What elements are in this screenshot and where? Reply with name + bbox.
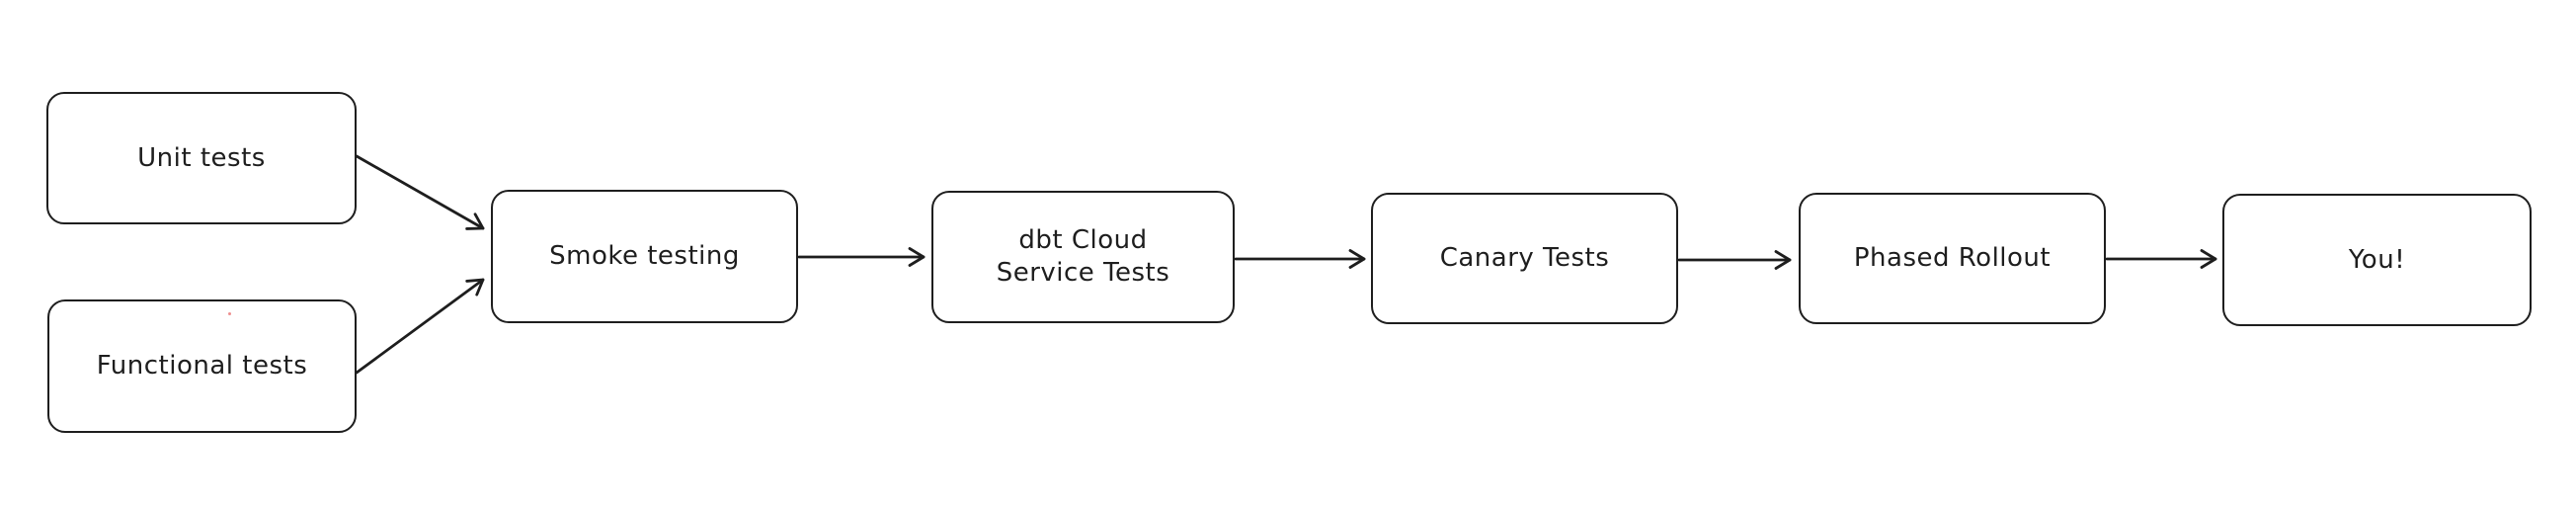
node-smoke-testing[interactable]: Smoke testing <box>491 190 798 323</box>
arrow-unit-tests-to-smoke-testing[interactable] <box>355 154 485 230</box>
node-dbt-cloud-service-tests[interactable]: dbt Cloud Service Tests <box>931 191 1235 323</box>
node-canary-tests-label: Canary Tests <box>1439 243 1610 273</box>
node-smoke-testing-label: Smoke testing <box>549 241 740 271</box>
node-you-label: You! <box>2348 244 2406 275</box>
stray-red-dot <box>228 312 231 315</box>
node-unit-tests-label: Unit tests <box>137 142 266 173</box>
node-you[interactable]: You! <box>2222 194 2532 326</box>
node-dbt-cloud-service-tests-label: dbt Cloud Service Tests <box>996 225 1170 288</box>
node-functional-tests-label: Functional tests <box>96 351 308 381</box>
arrow-functional-tests-to-smoke-testing[interactable] <box>355 278 485 375</box>
node-canary-tests[interactable]: Canary Tests <box>1371 193 1678 324</box>
node-phased-rollout-label: Phased Rollout <box>1853 243 2052 273</box>
node-functional-tests[interactable]: Functional tests <box>47 299 357 433</box>
node-phased-rollout[interactable]: Phased Rollout <box>1799 193 2106 324</box>
node-unit-tests[interactable]: Unit tests <box>46 92 357 224</box>
